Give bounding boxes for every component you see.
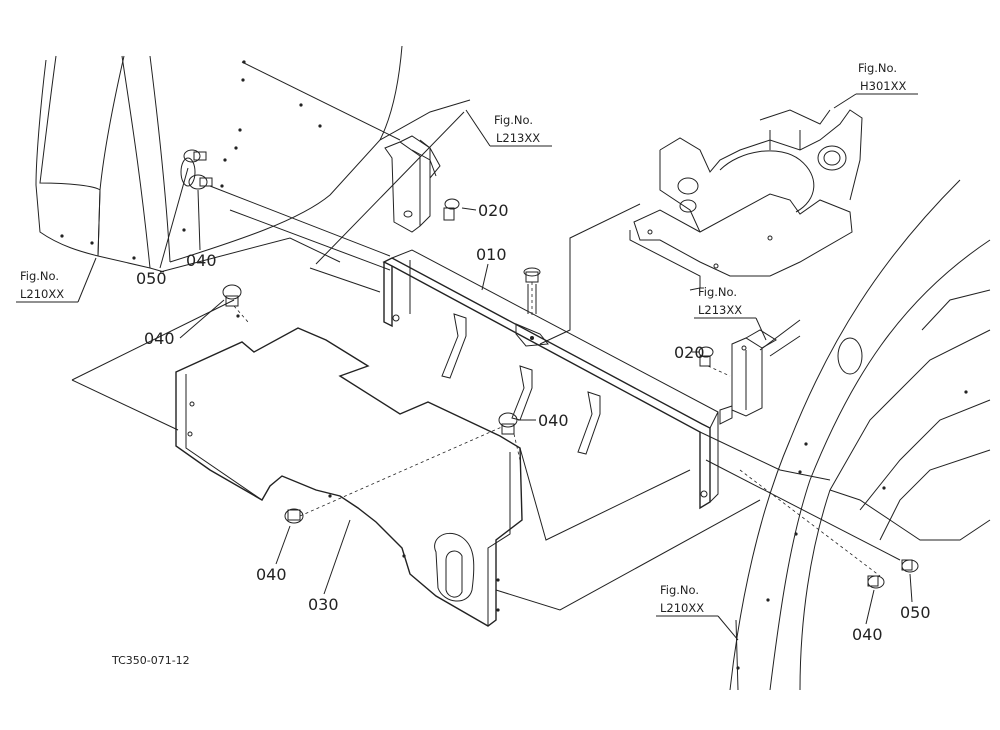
fender-bolt-040 xyxy=(180,157,213,190)
part-040-bottom-right: 040 xyxy=(852,625,883,644)
fig-ref-l210-right: Fig.No. L210XX xyxy=(656,583,739,641)
bolt-040-right xyxy=(867,575,885,589)
fig-ref-l210-left-caption: Fig.No. xyxy=(20,269,59,283)
fig-ref-l213-mid: Fig.No. L213XX xyxy=(694,285,767,341)
drawing-code: TC350-071-12 xyxy=(111,654,190,667)
right-fender-outline xyxy=(729,179,991,691)
part-040-center: 040 xyxy=(538,411,569,430)
bolt-050-right xyxy=(901,559,919,573)
fig-ref-h301-code: H301XX xyxy=(860,79,906,93)
part-010: 010 xyxy=(476,245,507,264)
fig-ref-l213-top-caption: Fig.No. xyxy=(494,113,533,127)
part-040-bottom-left: 040 xyxy=(256,565,287,584)
hydraulic-housing xyxy=(629,109,863,291)
cover-030 xyxy=(175,314,523,627)
fig-ref-l213-top-code: L213XX xyxy=(496,131,540,145)
part-050-right: 050 xyxy=(900,603,931,622)
upper-bracket xyxy=(379,99,471,233)
part-040-left-mid: 040 xyxy=(144,329,175,348)
part-020-top: 020 xyxy=(478,201,509,220)
part-020-mid: 020 xyxy=(674,343,705,362)
fig-ref-l210-left: Fig.No. L210XX xyxy=(16,257,97,303)
fig-ref-l213-mid-code: L213XX xyxy=(698,303,742,317)
bolt-040-center xyxy=(498,412,518,435)
left-fender-outline xyxy=(35,45,403,273)
bolt-040-bottom-left xyxy=(284,508,304,524)
fig-ref-h301: Fig.No. H301XX xyxy=(833,61,918,109)
fig-ref-l210-left-code: L210XX xyxy=(20,287,64,301)
fig-ref-l210-right-caption: Fig.No. xyxy=(660,583,699,597)
fig-ref-l213-mid-caption: Fig.No. xyxy=(698,285,737,299)
assembly-lines xyxy=(71,61,901,691)
stud-bolt xyxy=(523,267,541,318)
bolt-020-top xyxy=(443,198,460,221)
fender-bolt-050 xyxy=(183,149,207,163)
part-050-left: 050 xyxy=(136,269,167,288)
bolt-040-left-mid xyxy=(222,284,242,307)
part-030: 030 xyxy=(308,595,339,614)
fig-ref-h301-caption: Fig.No. xyxy=(858,61,897,75)
right-bracket xyxy=(719,329,777,425)
bracket-010 xyxy=(382,249,719,510)
part-040-left-upper: 040 xyxy=(186,251,217,270)
fig-ref-l213-top: Fig.No. L213XX xyxy=(465,109,552,147)
fig-ref-l210-right-code: L210XX xyxy=(660,601,704,615)
